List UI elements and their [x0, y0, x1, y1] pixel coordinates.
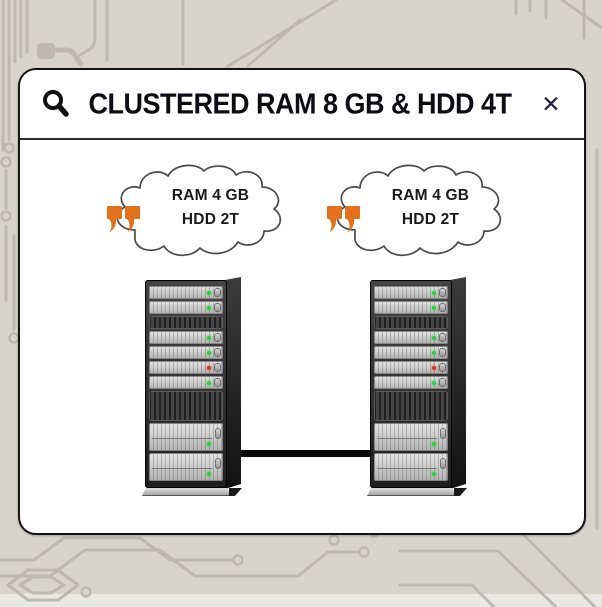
status-led-green [432, 335, 436, 340]
rack-front-panel [145, 280, 227, 488]
rack-drive-bay [149, 331, 223, 344]
status-led-green [207, 305, 211, 310]
close-icon[interactable]: ✕ [536, 89, 566, 119]
status-led-green [207, 335, 211, 340]
status-led-green [207, 380, 211, 385]
quote-icon [107, 206, 140, 233]
server-rack-2 [370, 280, 467, 496]
bay-handle [439, 288, 446, 297]
status-led-green [207, 290, 211, 295]
rack-drive-bay [149, 376, 223, 389]
server-rack-1 [145, 280, 242, 496]
bay-handle [214, 288, 221, 297]
rack-drive-bay [374, 346, 448, 359]
bay-handle [214, 378, 221, 387]
rack-vent [149, 391, 223, 421]
cloud-ram-line: RAM 4 GB [171, 187, 250, 204]
cloud-callout-2: RAM 4 GB HDD 2T [325, 162, 510, 267]
bay-handle [214, 348, 221, 357]
rack-drive-bay [149, 361, 223, 374]
bay-handle [440, 458, 446, 469]
status-led-green [207, 442, 211, 446]
rack-drive-bay [149, 423, 223, 451]
bay-handle [439, 333, 446, 342]
magnifier-glyph [43, 90, 69, 117]
rack-drive-bay [374, 301, 448, 314]
cloud-ram-line: RAM 4 GB [391, 187, 470, 204]
status-led-green [432, 442, 436, 446]
rack-side-panel [450, 277, 466, 489]
bay-handle [440, 428, 446, 439]
rack-vent [374, 316, 448, 329]
rack-base [367, 488, 456, 496]
bay-handle [439, 363, 446, 372]
rack-vent [374, 391, 448, 421]
status-led-green [432, 472, 436, 476]
rack-drive-bay [374, 376, 448, 389]
rack-drive-bay [374, 423, 448, 451]
bay-handle [215, 428, 221, 439]
cloud-hdd-line: HDD 2T [181, 211, 240, 228]
rack-drive-bay [374, 331, 448, 344]
bay-handle [439, 348, 446, 357]
bay-handle [214, 363, 221, 372]
status-led-green [207, 350, 211, 355]
cloud-outline [336, 164, 502, 257]
rack-drive-bay [374, 361, 448, 374]
cloud-hdd-line: HDD 2T [401, 211, 460, 228]
rack-drive-bay [149, 286, 223, 299]
dialog-header: CLUSTERED RAM 8 GB & HDD 4T ✕ [20, 70, 584, 140]
status-led-green [432, 305, 436, 310]
cluster-dialog: CLUSTERED RAM 8 GB & HDD 4T ✕ RAM 4 GB H… [18, 68, 586, 535]
status-led-red [432, 365, 436, 370]
cloud-spec-text: RAM 4 GB HDD 2T [359, 184, 502, 232]
status-led-green [432, 350, 436, 355]
status-led-green [432, 380, 436, 385]
dialog-title: CLUSTERED RAM 8 GB & HDD 4T [88, 87, 512, 120]
bay-handle [215, 458, 221, 469]
rack-front-panel [370, 280, 452, 488]
rack-drive-bay [149, 453, 223, 481]
rack-drive-bay [149, 346, 223, 359]
rack-drive-bay [374, 453, 448, 481]
bay-handle [214, 333, 221, 342]
rack-vent [149, 316, 223, 329]
search-icon[interactable] [40, 87, 70, 121]
cloud-spec-text: RAM 4 GB HDD 2T [139, 184, 282, 232]
quote-icon [327, 206, 360, 233]
bay-handle [439, 378, 446, 387]
cloud-outline [116, 164, 282, 257]
rack-drive-bay [374, 286, 448, 299]
diagram-canvas: RAM 4 GB HDD 2T RAM 4 GB HDD 2T [20, 141, 584, 533]
status-led-green [432, 290, 436, 295]
rack-base-shadow [454, 488, 467, 496]
rack-side-panel [225, 277, 241, 489]
status-led-green [207, 472, 211, 476]
status-led-red [207, 365, 211, 370]
rack-drive-bay [149, 301, 223, 314]
cluster-connection-line [230, 450, 378, 457]
cloud-callout-1: RAM 4 GB HDD 2T [105, 162, 290, 267]
bay-handle [214, 303, 221, 312]
rack-base-shadow [229, 488, 242, 496]
rack-base [142, 488, 231, 496]
bay-handle [439, 303, 446, 312]
